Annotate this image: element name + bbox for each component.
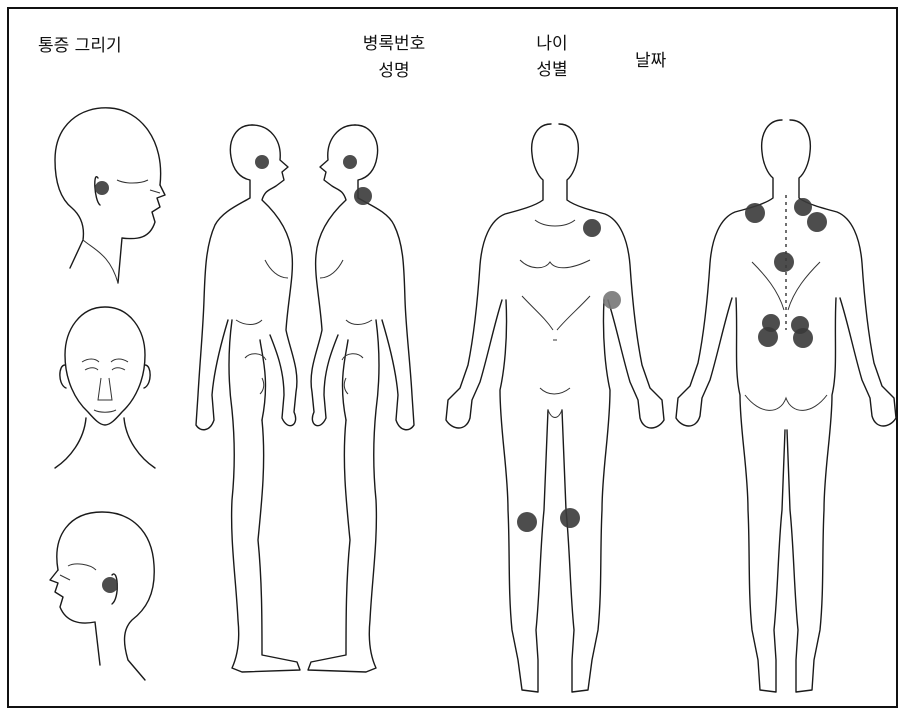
pain-mark-lower-back-4 <box>793 328 813 348</box>
pain-mark-left-upper-arm-front <box>603 291 621 309</box>
pain-mark-left-knee-front <box>560 508 580 528</box>
pain-mark-mid-back <box>774 252 794 272</box>
body-front-figure <box>446 124 664 692</box>
pain-mark-left-shoulder-back <box>745 203 765 223</box>
pain-marks-layer <box>95 155 827 593</box>
pain-mark-right-shoulder-back <box>794 198 812 216</box>
pain-mark-ear-side-body-1 <box>255 155 269 169</box>
pain-mark-lower-back-3 <box>758 327 778 347</box>
body-side-2-figure <box>308 125 414 672</box>
body-side-1-figure <box>196 125 300 672</box>
pain-mark-right-knee-front <box>517 512 537 532</box>
pain-mark-neck-side-body-2 <box>354 187 372 205</box>
pain-mark-ear-side-body-2 <box>343 155 357 169</box>
head-front-figure <box>55 307 155 468</box>
pain-mark-left-shoulder-front <box>583 219 601 237</box>
pain-mark-ear-left-side-head <box>102 577 118 593</box>
head-left-side-figure <box>50 512 154 680</box>
head-right-side-figure <box>55 108 165 283</box>
pain-mark-ear-right-side-head <box>95 181 109 195</box>
pain-mark-right-shoulder-back-2 <box>807 212 827 232</box>
body-back-figure <box>676 120 896 692</box>
